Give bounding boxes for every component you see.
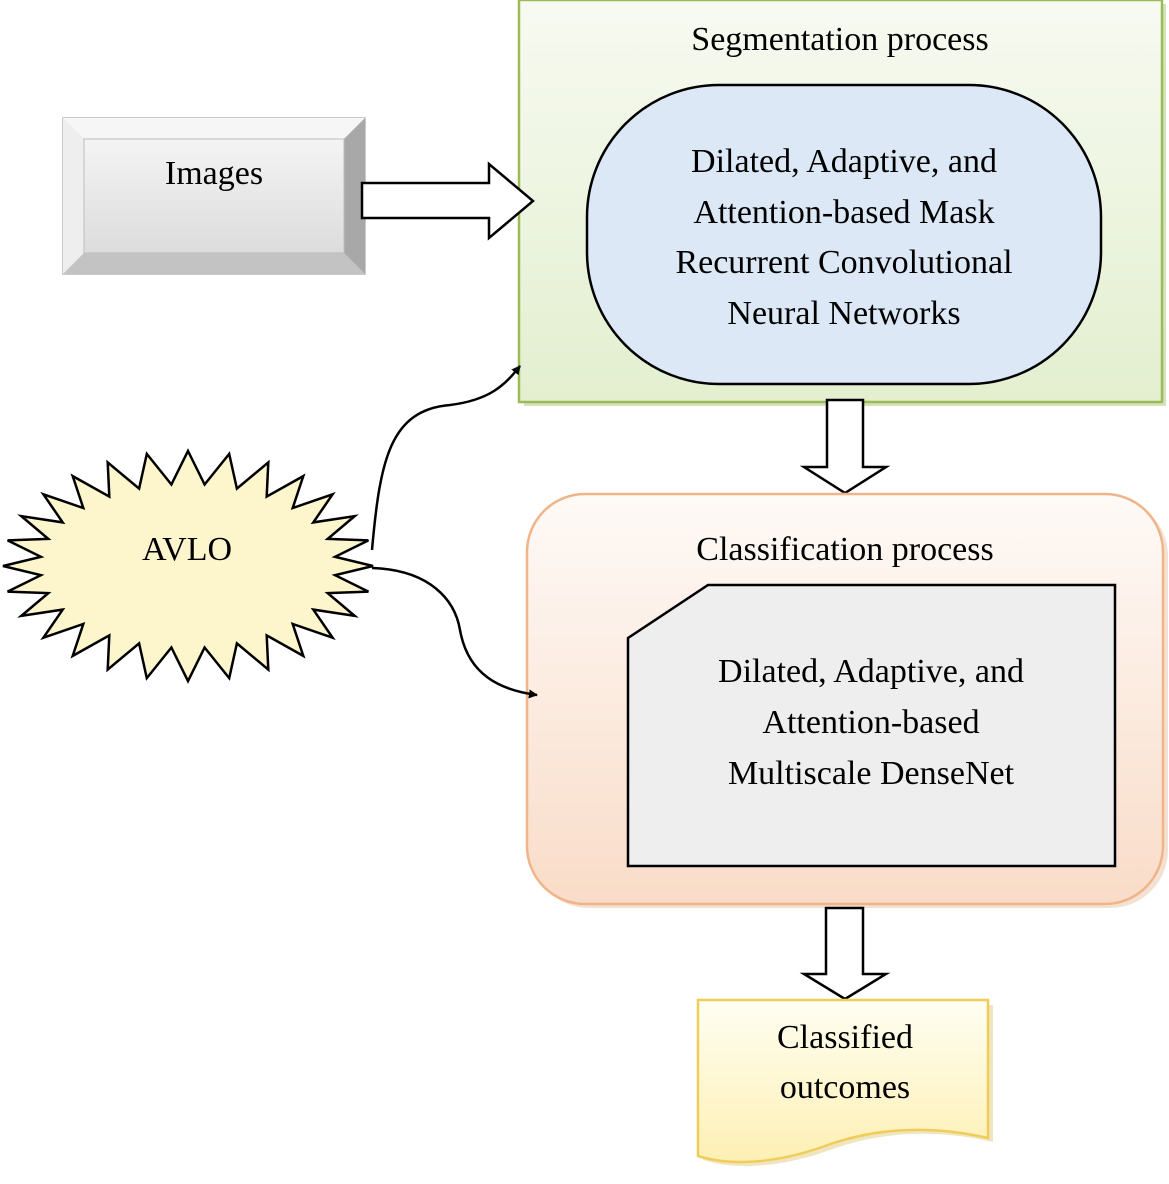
classification-to-output-arrow bbox=[799, 906, 891, 1001]
segmentation-model-line: Neural Networks bbox=[727, 295, 960, 332]
segmentation-to-classification-arrow bbox=[799, 398, 891, 495]
avlo-optimizer: AVLO bbox=[2, 448, 374, 684]
images-to-segmentation-arrow bbox=[360, 161, 535, 241]
avlo-to-segmentation-connector bbox=[370, 365, 521, 551]
segmentation-model-line: Dilated, Adaptive, and bbox=[691, 143, 997, 180]
images-label: Images bbox=[165, 155, 263, 192]
classification-model-label: Dilated, Adaptive, and Attention-based M… bbox=[718, 653, 1024, 792]
avlo-label: AVLO bbox=[142, 531, 232, 568]
classification-model-shape bbox=[626, 583, 1117, 868]
segmentation-title: Segmentation process bbox=[691, 21, 988, 58]
classification-model-line: Multiscale DenseNet bbox=[728, 755, 1015, 792]
classification-panel: Classification process Dilated, Adaptive… bbox=[525, 492, 1168, 908]
output-line: Classified bbox=[777, 1019, 913, 1056]
output-line: outcomes bbox=[780, 1069, 910, 1106]
segmentation-model-line: Attention-based Mask bbox=[693, 194, 994, 231]
images-box: Images bbox=[62, 117, 366, 275]
segmentation-model-line: Recurrent Convolutional bbox=[675, 244, 1012, 281]
classification-model-line: Dilated, Adaptive, and bbox=[718, 653, 1024, 690]
output-document: Classified outcomes bbox=[696, 998, 993, 1166]
avlo-starburst-shape bbox=[2, 448, 374, 684]
classification-model-line: Attention-based bbox=[762, 704, 979, 741]
avlo-to-classification-connector bbox=[371, 566, 538, 699]
segmentation-panel: Segmentation process Dilated, Adaptive, … bbox=[517, 0, 1166, 406]
segmentation-model-label: Dilated, Adaptive, and Attention-based M… bbox=[675, 143, 1012, 332]
segmentation-model-shape bbox=[585, 83, 1103, 386]
classification-title: Classification process bbox=[696, 531, 993, 568]
output-document-shape bbox=[696, 998, 990, 1164]
